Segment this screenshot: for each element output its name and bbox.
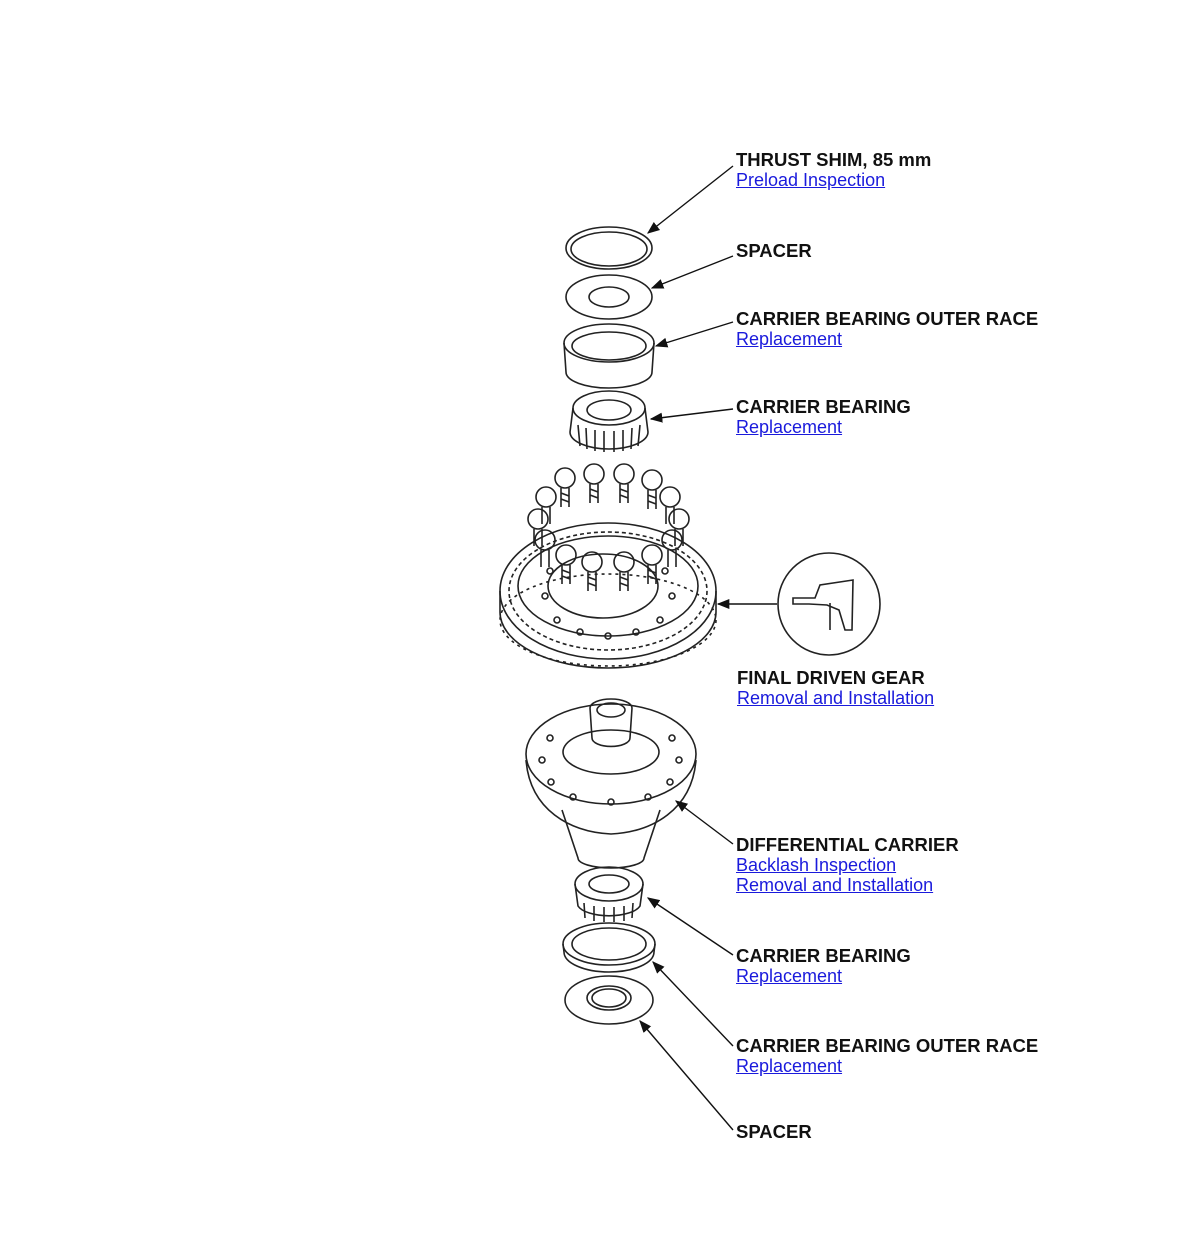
callout-differential-carrier: DIFFERENTIAL CARRIER Backlash Inspection… xyxy=(736,834,959,896)
leader-outer-race-bottom xyxy=(652,961,734,1047)
callout-final-driven-gear: FINAL DRIVEN GEAR Removal and Installati… xyxy=(737,667,935,709)
part-name: CARRIER BEARING OUTER RACE xyxy=(736,1035,1039,1056)
gear-bolts xyxy=(527,463,690,591)
part-name: CARRIER BEARING xyxy=(736,396,911,417)
outer-race-part-top xyxy=(563,323,655,389)
leader-spacer-bottom xyxy=(639,1020,734,1131)
part-name: CARRIER BEARING OUTER RACE xyxy=(736,308,1039,329)
callout-thrust-shim: THRUST SHIM, 85 mm Preload Inspection xyxy=(736,149,932,191)
link-replacement[interactable]: Replacement xyxy=(736,966,843,986)
link-preload-inspection[interactable]: Preload Inspection xyxy=(736,170,886,190)
link-removal-installation[interactable]: Removal and Installation xyxy=(736,875,934,895)
outer-race-part-bottom xyxy=(562,922,656,973)
callout-spacer-bottom: SPACER xyxy=(736,1122,812,1142)
carrier-bearing-part-bottom xyxy=(574,866,644,922)
part-name: CARRIER BEARING xyxy=(736,945,911,966)
link-replacement[interactable]: Replacement xyxy=(736,329,843,349)
callout-bearing-top: CARRIER BEARING Replacement xyxy=(736,396,911,438)
callout-outer-race-top: CARRIER BEARING OUTER RACE Replacement xyxy=(736,308,1039,350)
gear-detail-callout xyxy=(777,552,881,656)
link-removal-installation[interactable]: Removal and Installation xyxy=(737,688,935,708)
leader-bearing-top xyxy=(649,408,734,423)
carrier-bearing-part-top xyxy=(569,390,649,452)
callout-bearing-bottom: CARRIER BEARING Replacement xyxy=(736,945,911,987)
callout-spacer-top: SPACER xyxy=(736,241,812,261)
callout-outer-race-bottom: CARRIER BEARING OUTER RACE Replacement xyxy=(736,1035,1039,1077)
differential-carrier-part xyxy=(525,698,697,869)
leader-outer-race-top xyxy=(654,321,734,348)
spacer-part-top xyxy=(565,274,653,320)
spacer-part-bottom xyxy=(564,975,654,1025)
leader-spacer-top xyxy=(650,255,734,289)
part-name: DIFFERENTIAL CARRIER xyxy=(736,834,959,855)
leader-differential-carrier xyxy=(674,800,734,845)
part-name: SPACER xyxy=(736,240,812,261)
leader-thrust-shim xyxy=(647,165,734,234)
thrust-shim-part xyxy=(565,226,653,270)
part-name: THRUST SHIM, 85 mm xyxy=(736,149,932,170)
final-driven-gear-part xyxy=(499,522,717,669)
part-name: FINAL DRIVEN GEAR xyxy=(737,667,925,688)
part-name: SPACER xyxy=(736,1121,812,1142)
link-replacement[interactable]: Replacement xyxy=(736,417,843,437)
leader-bearing-bottom xyxy=(646,897,734,956)
link-replacement[interactable]: Replacement xyxy=(736,1056,843,1076)
link-backlash-inspection[interactable]: Backlash Inspection xyxy=(736,855,897,875)
